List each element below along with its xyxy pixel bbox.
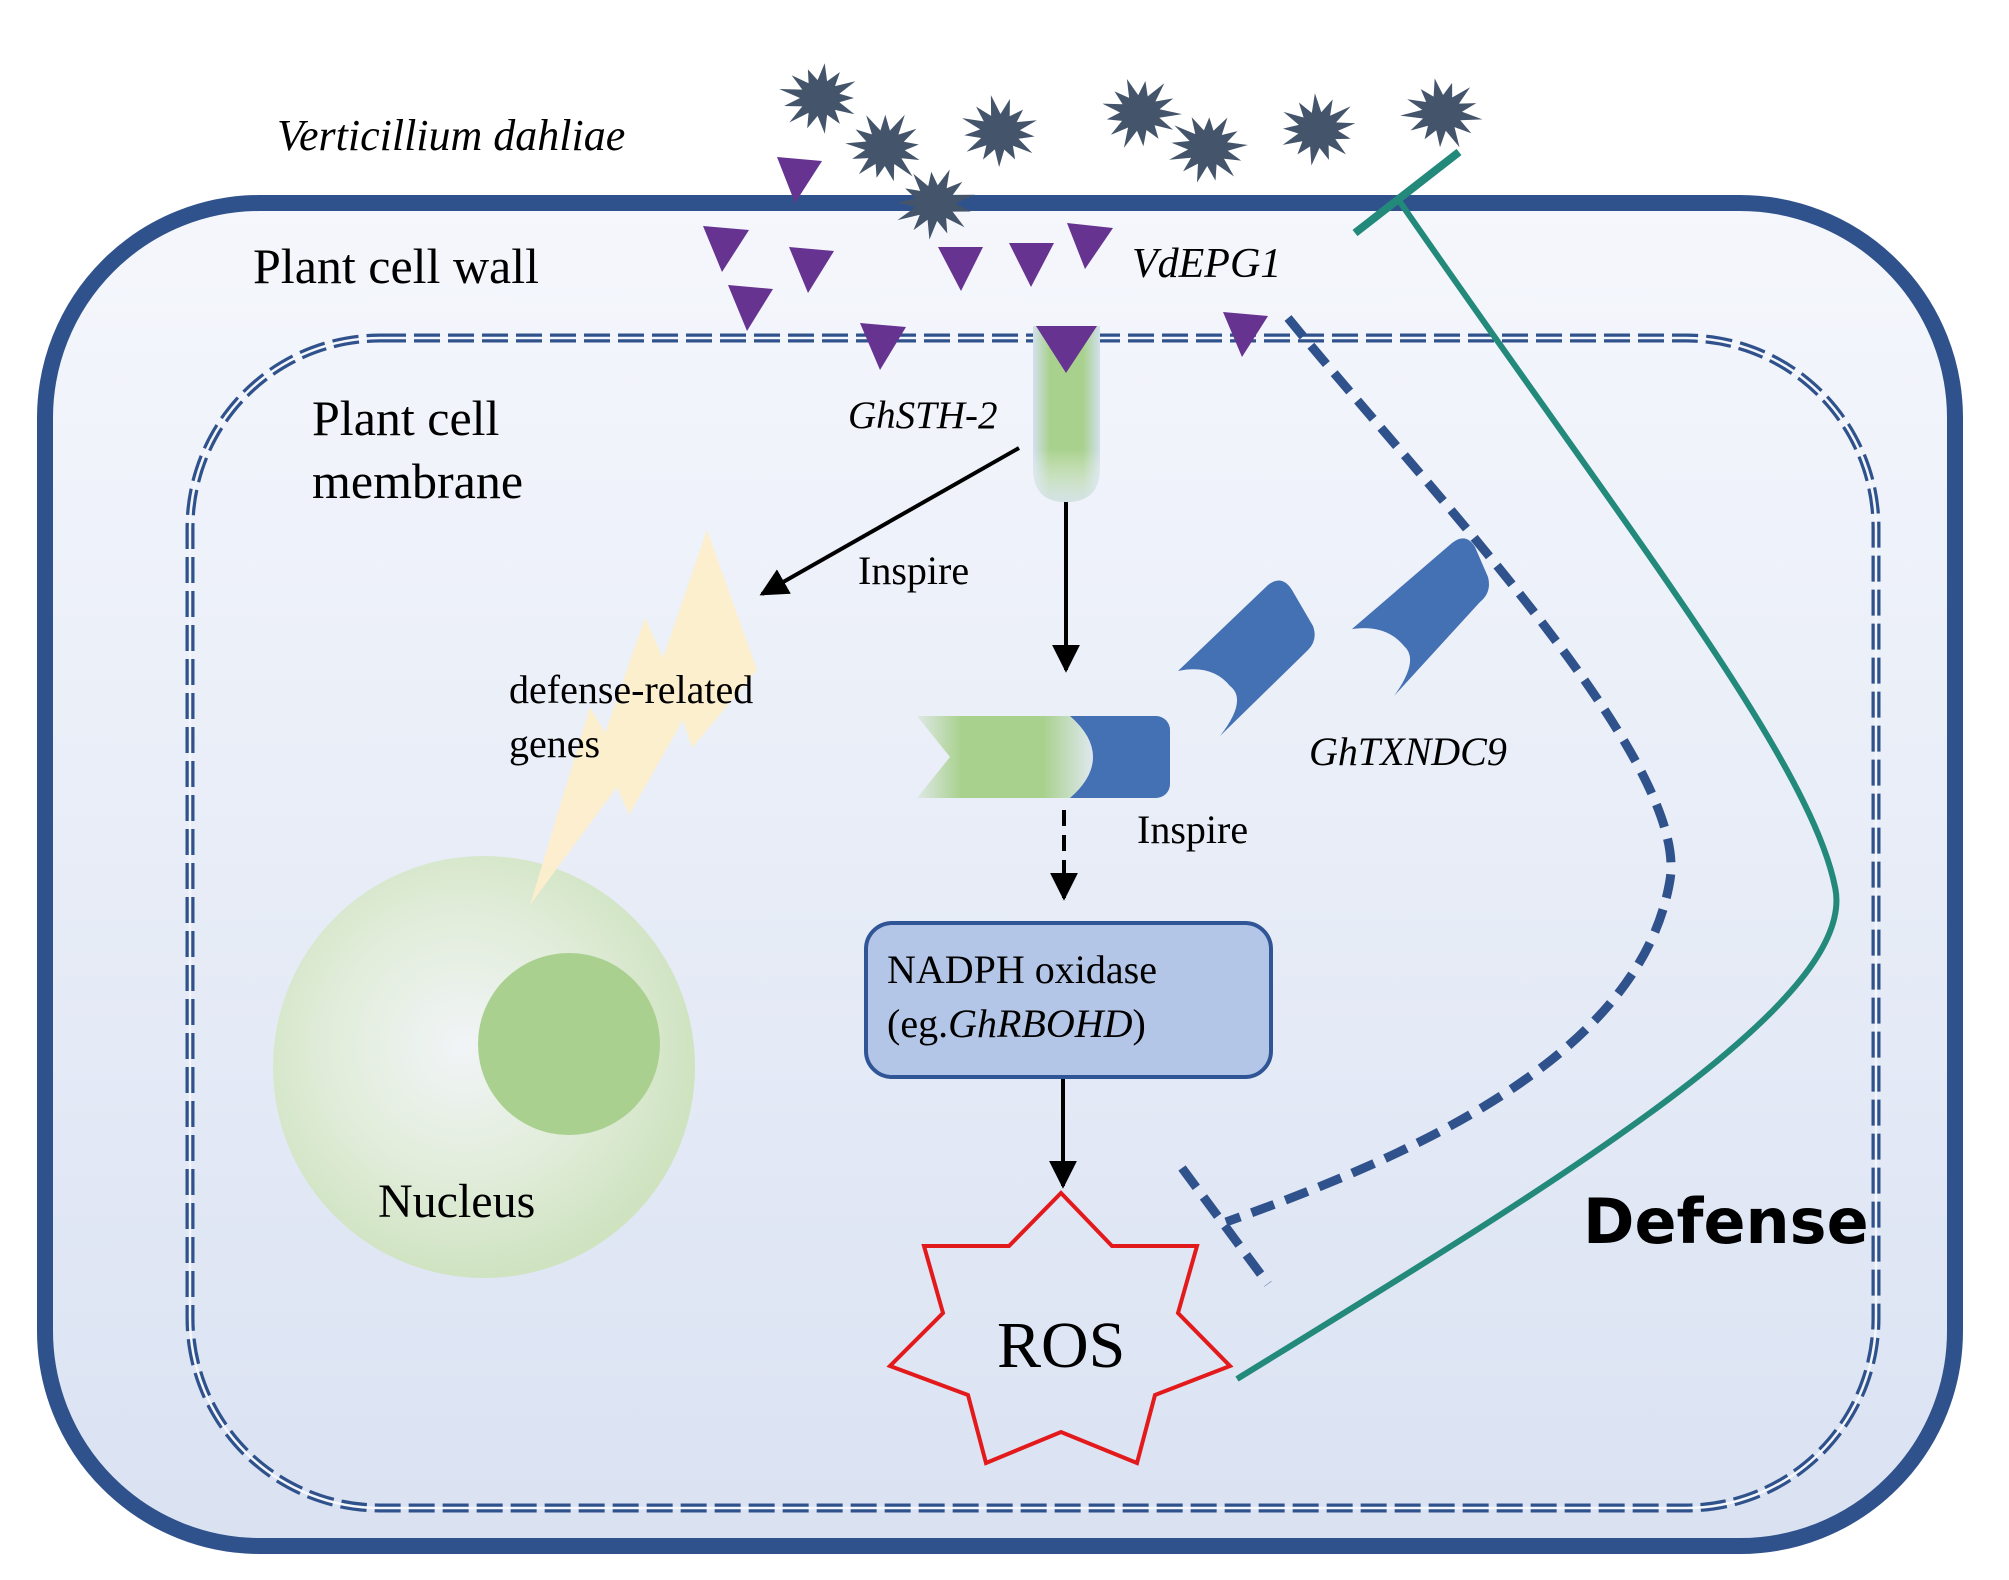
defense-label: Defense [1583,1185,1869,1258]
vdepg1-inhibits-ros-bar [1178,1165,1272,1287]
nadph-label-gene: GhRBOHD [948,1001,1133,1046]
interactor-label: GhTXNDC9 [1309,729,1507,774]
vdepg1-effector-triangle [860,323,906,370]
vdepg1-inhibits-ros-line [1224,315,1676,1227]
fungal-spore-icon [779,63,856,134]
vdepg1-effector-triangle [789,247,834,293]
vdepg1-effector-triangle [1223,312,1268,357]
nadph-label-line2: (eg.GhRBOHD) [887,1001,1146,1046]
nadph-label-line1: NADPH oxidase [887,947,1157,992]
defense-genes-bolt-icon [530,530,757,905]
nadph-label-prefix: (eg. [887,1001,948,1046]
fungal-spore-icon [1169,117,1248,183]
vdepg1-effector-triangle [728,285,773,331]
ros-inhibits-pathogen-bar [1352,148,1462,237]
vdepg1-effector-triangle [1067,223,1113,269]
receptor-label: GhSTH-2 [848,394,998,437]
vdepg1-effector-triangle [777,157,822,203]
ros-inhibits-pathogen-line [1235,200,1840,1382]
ros-burst-icon [886,1190,1234,1466]
ros-label: ROS [997,1309,1125,1382]
nucleus-label: Nucleus [378,1175,535,1228]
fungal-spore-icon [1102,79,1182,148]
cell-membrane-label-line1: Plant cell [312,390,499,446]
vdepg1-effector-triangle [703,226,749,272]
fungal-spore-icon [962,95,1037,168]
bound-effector-triangle [1036,326,1097,373]
fungal-spore-icon [897,169,975,240]
nucleus [273,856,695,1278]
inspire-label-genes: Inspire [858,548,969,593]
nadph-oxidase-box [864,921,1273,1079]
cell-membrane-label-line2: membrane [312,453,523,509]
nadph-label-suffix: ) [1133,1001,1146,1046]
vdepg1-effector-triangle [1009,243,1054,287]
ghtxndc9-molecule [1178,580,1315,736]
vdepg1-effector-triangle [938,247,983,291]
defense-genes-label-line1: defense-related [509,667,753,712]
defense-genes-label-line2: genes [509,721,600,766]
sth2-txndc9-complex [917,716,1170,798]
arrow-receptor-to-genes [759,446,1020,596]
inspire-label-nadph: Inspire [1137,807,1248,852]
effector-label: VdEPG1 [1132,241,1281,287]
ghtxndc9-molecule [1352,538,1489,696]
vdepg1-effectors [703,157,1268,370]
ghtxndc9-molecules [1178,538,1489,736]
nucleolus [478,953,660,1135]
fungal-spores [779,63,1483,240]
cell-wall-label: Plant cell wall [253,238,539,294]
fungal-spore-icon [845,114,920,182]
fungal-spore-icon [1282,93,1356,166]
fungal-spore-icon [1400,78,1483,148]
ghsth2-receptor [1033,326,1100,502]
pathogen-label: Verticillium dahliae [277,111,625,160]
